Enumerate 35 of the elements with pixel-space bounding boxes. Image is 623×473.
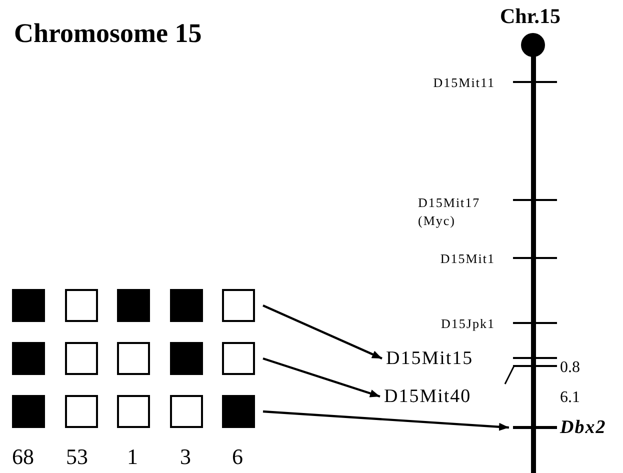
tick-mark (513, 426, 557, 429)
marker-label: D15Mit40 (384, 387, 472, 406)
marker-label: D15Mit15 (386, 349, 474, 368)
marker-label: D15Mit11 (433, 76, 495, 89)
marker-label: D15Mit17 (Myc) (418, 194, 482, 230)
count-label: 6 (232, 446, 243, 468)
filled-square (170, 289, 202, 322)
distance-label: 0.8 (560, 360, 580, 376)
filled-square (170, 342, 202, 375)
count-label: 53 (66, 446, 88, 468)
open-square (117, 395, 150, 428)
filled-square (117, 289, 150, 322)
open-square (64, 289, 98, 322)
chromosome-label: Chr.15 (500, 6, 560, 27)
arrow (262, 357, 380, 398)
count-label: 3 (180, 446, 191, 468)
marker-label: D15Mit1 (440, 252, 495, 265)
filled-square (12, 342, 45, 375)
open-square (64, 395, 98, 428)
open-square (222, 289, 255, 322)
gene-label: Dbx2 (560, 418, 606, 437)
count-label: 68 (12, 446, 34, 468)
marker-label: D15Jpk1 (441, 317, 495, 330)
title: Chromosome 15 (14, 20, 202, 47)
filled-square (12, 395, 45, 428)
open-square (117, 342, 150, 375)
filled-square (222, 395, 255, 428)
arrow (262, 410, 510, 431)
open-square (222, 342, 255, 375)
count-label: 1 (127, 446, 138, 468)
arrow (262, 304, 382, 360)
open-square (170, 395, 202, 428)
filled-square (12, 289, 45, 322)
open-square (64, 342, 98, 375)
distance-label: 6.1 (560, 390, 580, 406)
